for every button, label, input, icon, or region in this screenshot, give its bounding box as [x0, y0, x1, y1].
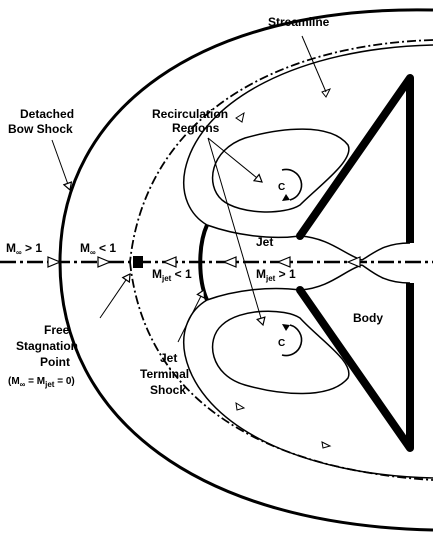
centerline-arrow-6	[346, 256, 361, 268]
body-upper-edge	[296, 74, 414, 243]
body-corner-lower	[296, 286, 304, 294]
nozzle-upper	[361, 242, 411, 261]
rotation-arrow-upper	[281, 168, 303, 201]
centerline-arrow-2	[97, 256, 112, 268]
streamline-arrow-lower-2	[321, 441, 332, 449]
stagnation-label-line1: Free	[44, 323, 70, 337]
centerline-arrow-1	[47, 256, 62, 268]
rotation-arrowhead-upper	[282, 194, 290, 201]
free-stagnation-point-marker	[133, 256, 143, 268]
leader-terminal-shock	[177, 290, 204, 343]
body-label: Body	[353, 311, 383, 325]
lower-recirculation-region	[211, 310, 350, 395]
jet-boundary-upper	[206, 224, 363, 261]
stagnation-condition-label: (M∞ = Mjet = 0)	[8, 376, 75, 389]
centerline-arrow-5	[276, 256, 291, 268]
leader-stagnation	[99, 274, 130, 319]
recirculation-label-line1: Recirculation	[152, 107, 228, 121]
rotation-arrow-lower	[281, 324, 303, 357]
streamline-upper	[129, 39, 433, 263]
streamline-arrow-upper-1	[321, 88, 332, 98]
terminal-shock-label-line1: Jet	[160, 351, 177, 365]
streamline-arrow-upper-2	[235, 111, 245, 123]
nozzle-lower	[361, 264, 411, 284]
mach-inf-gt1-label: M∞ > 1	[6, 241, 42, 257]
leader-bow-shock	[51, 139, 70, 190]
mach-jet-gt1-label: Mjet > 1	[256, 267, 296, 283]
upper-recirculation-region	[211, 128, 350, 213]
streamline-arrow-lower-1	[235, 402, 246, 411]
centerline-arrow-4	[222, 256, 237, 268]
outer-shear-boundary-upper	[183, 44, 433, 226]
leader-recirc-lower	[207, 137, 263, 325]
streamline-label: Streamline	[268, 15, 330, 29]
stagnation-label-line2: Stagnation	[16, 339, 78, 353]
body-lower-edge	[296, 283, 414, 452]
jet-label: Jet	[256, 235, 273, 249]
body-corner-upper	[296, 232, 304, 240]
bow-shock-label-line2: Bow Shock	[8, 122, 73, 136]
leader-streamline	[301, 35, 327, 93]
centerline-arrow-3	[162, 256, 177, 268]
rotation-marker-lower: C	[278, 338, 285, 349]
mach-inf-lt1-label: M∞ < 1	[80, 241, 116, 257]
mach-jet-lt1-label: Mjet < 1	[152, 267, 192, 283]
bow-shock-label-line1: Detached	[20, 107, 74, 121]
rotation-arrowhead-lower	[282, 324, 290, 331]
recirculation-label-line2: Regions	[172, 121, 220, 135]
stagnation-label-line3: Point	[40, 355, 70, 369]
terminal-shock-label-line3: Shock	[150, 383, 186, 397]
terminal-shock-label-line2: Terminal	[140, 367, 189, 381]
rotation-marker-upper: C	[278, 182, 285, 193]
leader-recirc-upper	[207, 137, 262, 182]
